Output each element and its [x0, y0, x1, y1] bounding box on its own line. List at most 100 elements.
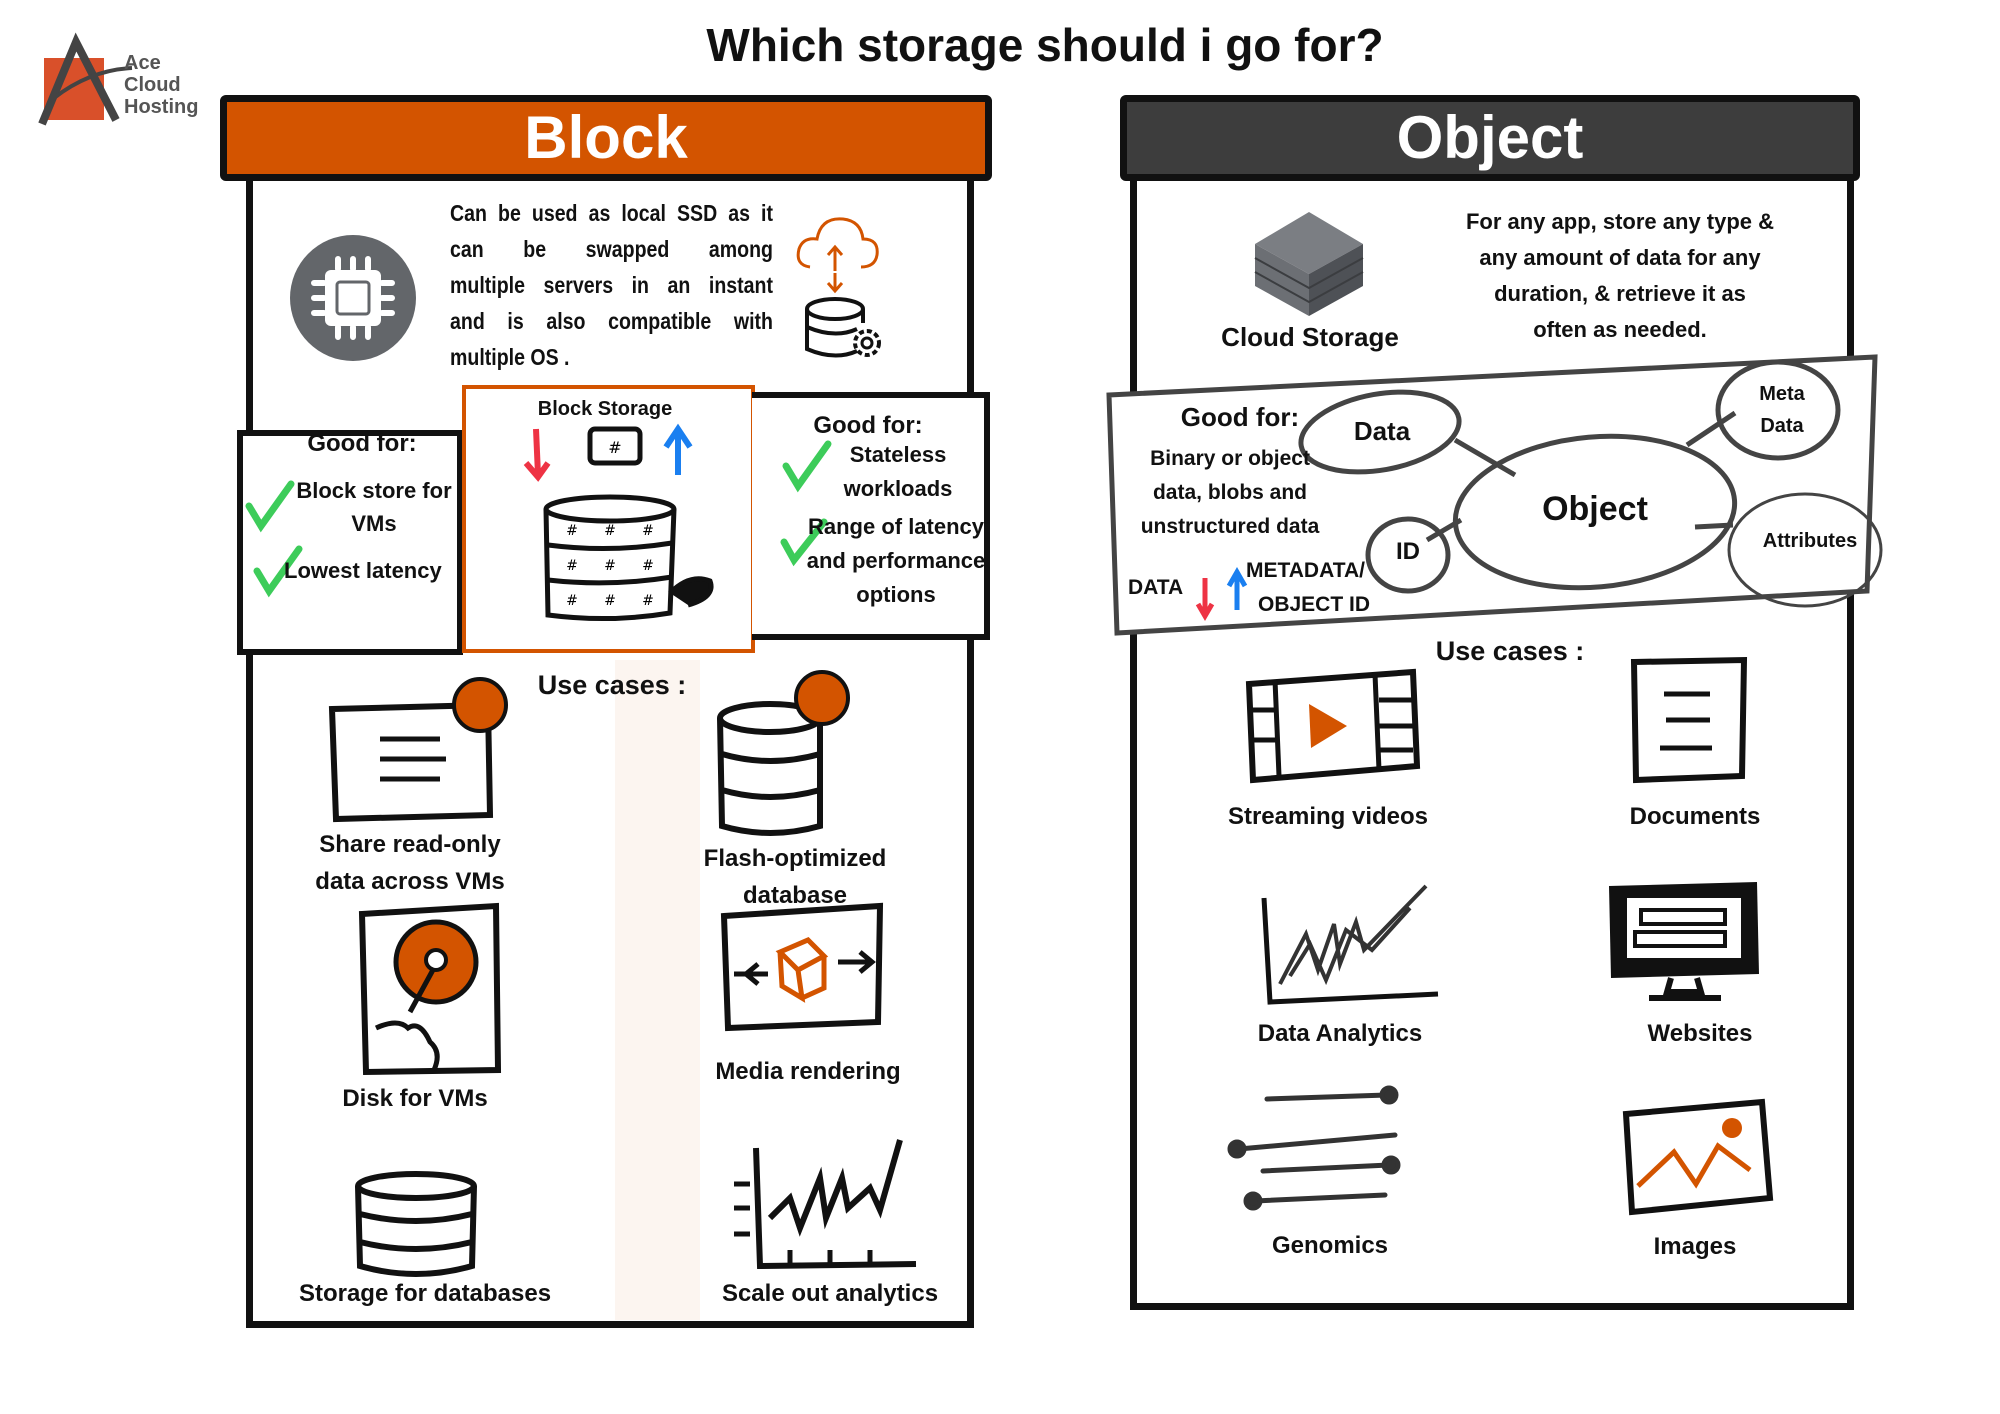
- flow-metadata-label: METADATA/OBJECT ID: [1246, 554, 1370, 622]
- svg-text:#: #: [608, 438, 621, 457]
- use-case-line: data across VMs: [315, 868, 505, 895]
- attributes-node-label: Attributes: [1762, 530, 1858, 552]
- data-analytics-icon: [1261, 884, 1439, 1005]
- analytics-chart-icon: [734, 1139, 917, 1270]
- svg-text:#: #: [604, 558, 616, 574]
- flow-line: OBJECT ID: [1258, 593, 1371, 616]
- svg-text:#: #: [604, 593, 616, 609]
- good-for-title: Good for:: [307, 430, 417, 457]
- document-icon: [1630, 656, 1748, 784]
- use-case-share-read-only: Share read-only data across VMs: [315, 826, 504, 900]
- image-icon: [1622, 1098, 1774, 1216]
- data-node: [1298, 389, 1462, 475]
- use-case-line: database: [742, 882, 848, 909]
- block-storage-illustration: # # # # # # # # # #: [523, 423, 714, 622]
- good-for-title: Good for:: [813, 412, 923, 439]
- good-for-item: Range of latency and performance options: [807, 510, 986, 612]
- use-case-websites: Websites: [1647, 1020, 1753, 1047]
- use-case-documents: Documents: [1629, 803, 1761, 830]
- server-icon: [587, 426, 643, 466]
- use-case-line: Flash-optimized: [703, 845, 887, 872]
- good-for-line: data, blobs and: [1152, 481, 1307, 504]
- website-monitor-icon: [1609, 882, 1759, 1001]
- object-description: For any app, store any type & any amount…: [1466, 204, 1774, 348]
- logo-mark-icon: [38, 32, 133, 126]
- data-node-label: Data: [1353, 416, 1411, 446]
- flow-line: METADATA/: [1246, 559, 1365, 582]
- desc-line: multiple OS .: [450, 344, 570, 370]
- good-for-item: Lowest latency: [284, 558, 442, 583]
- meta-line: Data: [1760, 415, 1804, 437]
- svg-text:#: #: [566, 593, 578, 609]
- item-line: workloads: [843, 476, 953, 501]
- check-icon: [780, 518, 828, 567]
- svg-text:#: #: [566, 558, 578, 574]
- flow-data-label: DATA: [1128, 576, 1184, 599]
- database-rack-icon: [543, 494, 714, 622]
- good-for-line: Binary or object: [1150, 447, 1310, 470]
- chip-icon: [290, 235, 416, 361]
- use-case-data-analytics: Data Analytics: [1257, 1020, 1423, 1047]
- object-good-for-frame: [1106, 354, 1883, 636]
- divider-stripe: [615, 660, 700, 1320]
- desc-line: Can be used as local SSD as it: [450, 200, 773, 226]
- use-case-flash-optimized: Flash-optimized database: [704, 840, 887, 914]
- svg-text:#: #: [642, 593, 654, 609]
- use-case-disk-for-vms: Disk for VMs: [342, 1085, 488, 1112]
- desc-line: any amount of data for any: [1479, 245, 1761, 270]
- use-case-scale-out-analytics: Scale out analytics: [721, 1280, 939, 1307]
- use-case-storage-for-databases: Storage for databases: [298, 1280, 552, 1307]
- item-line: and performance: [806, 548, 986, 573]
- cloud-storage-label: Cloud Storage: [1221, 322, 1399, 352]
- up-arrow-icon: [663, 423, 693, 475]
- use-case-line: Share read-only: [319, 831, 501, 858]
- svg-text:#: #: [642, 523, 654, 539]
- good-for-line: unstructured data: [1140, 515, 1320, 538]
- logo-text-cloud: Cloud: [124, 74, 181, 96]
- svg-text:#: #: [566, 523, 578, 539]
- down-arrow-icon: [523, 428, 551, 482]
- svg-text:#: #: [642, 558, 654, 574]
- svg-text:#: #: [604, 523, 616, 539]
- check-icon: [253, 545, 303, 598]
- use-case-genomics: Genomics: [1271, 1232, 1389, 1259]
- item-line: Block store for: [296, 478, 452, 503]
- use-cases-label: Use cases :: [537, 670, 687, 700]
- desc-line: multiple servers in an instant: [450, 272, 773, 298]
- desc-line: can be swapped among: [450, 236, 773, 262]
- page-title: Which storage should i go for?: [706, 19, 1384, 71]
- flash-database-icon: [717, 670, 850, 836]
- use-cases-label: Use cases :: [1435, 636, 1585, 666]
- use-case-media-rendering: Media rendering: [715, 1058, 901, 1085]
- desc-line: For any app, store any type &: [1465, 209, 1775, 234]
- flow-arrows-icon: [1195, 566, 1248, 621]
- id-node: [1365, 516, 1451, 594]
- id-node-label: ID: [1396, 538, 1420, 565]
- good-for-description: Binary or object data, blobs and unstruc…: [1141, 442, 1320, 544]
- good-for-title: Good for:: [1180, 402, 1300, 432]
- block-description: Can be used as local SSD as it can be sw…: [450, 195, 773, 375]
- cloud-storage-server-icon: [1254, 212, 1364, 316]
- document-share-icon: [328, 677, 508, 823]
- logo-text-ace: Ace: [124, 52, 161, 74]
- attributes-node: [1727, 492, 1883, 608]
- item-line: VMs: [351, 511, 397, 536]
- desc-line: duration, & retrieve it as: [1494, 281, 1746, 306]
- block-storage-label: Block Storage: [537, 398, 673, 420]
- object-node-label: Object: [1542, 490, 1648, 528]
- metadata-node: [1715, 359, 1841, 461]
- block-header: Block: [220, 95, 992, 181]
- item-line: options: [856, 582, 936, 607]
- video-icon: [1245, 668, 1421, 784]
- meta-line: Meta: [1759, 383, 1805, 405]
- disk-icon: [358, 902, 502, 1076]
- genomics-icon: [1227, 1085, 1401, 1211]
- check-icon: [245, 480, 295, 533]
- use-case-streaming-videos: Streaming videos: [1227, 803, 1429, 830]
- cloud-database-icon: [796, 217, 881, 358]
- item-line: Range of latency: [807, 514, 985, 539]
- use-case-images: Images: [1653, 1233, 1737, 1260]
